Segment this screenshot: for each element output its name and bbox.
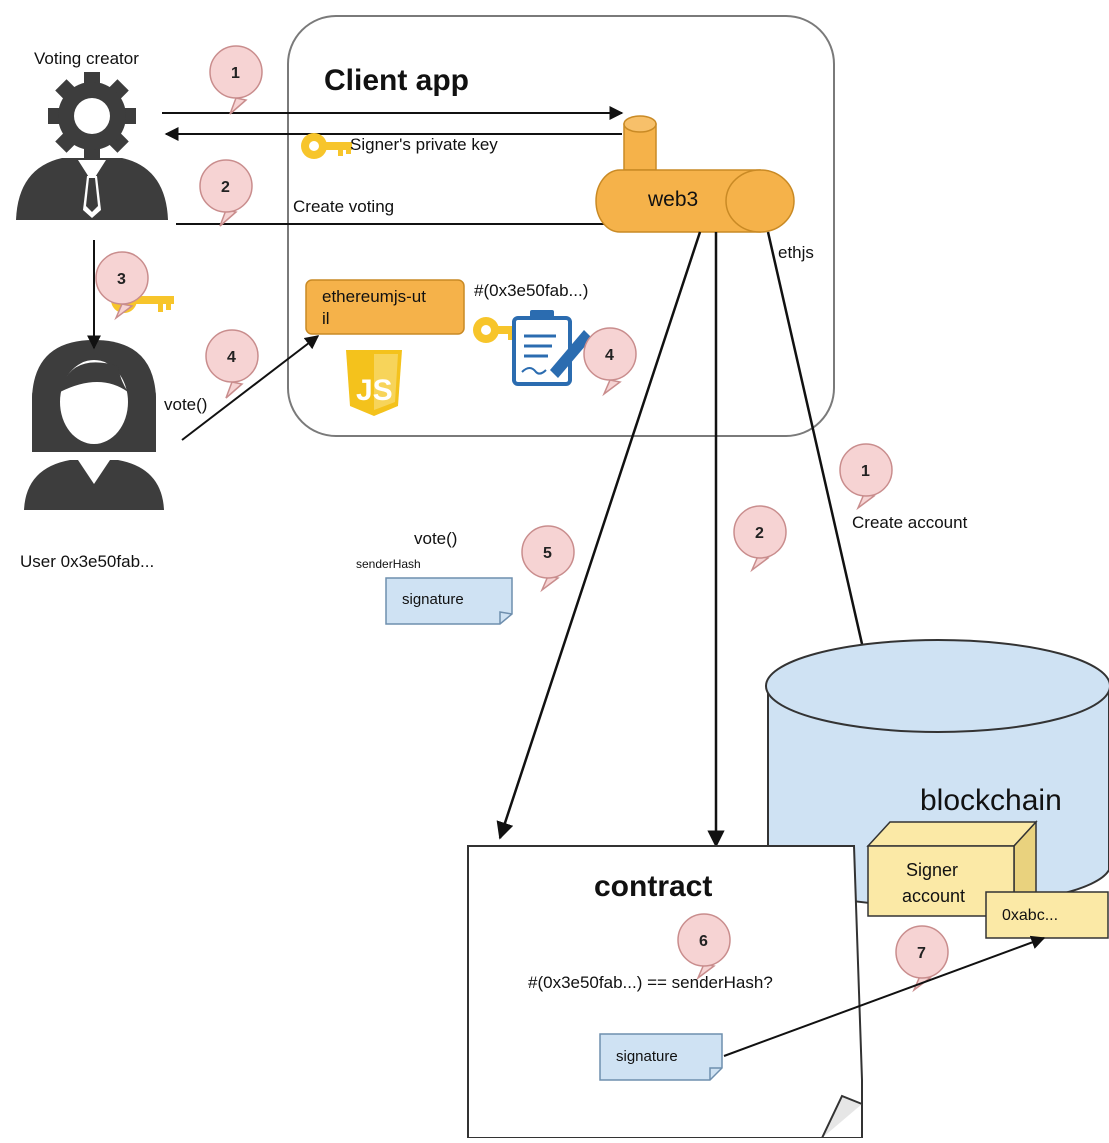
signature-verify-arrow <box>723 935 1046 1057</box>
blockchain-title: blockchain <box>920 784 1062 817</box>
create-voting-label: Create voting <box>293 197 394 216</box>
js-logo-text: JS <box>356 374 393 407</box>
user-vote-arrow <box>181 335 320 441</box>
hash-label: #(0x3e50fab...) <box>474 281 588 300</box>
user-icon <box>24 340 164 510</box>
signer-account-label-2: account <box>902 886 965 906</box>
vote-tx-label: vote() <box>414 529 457 548</box>
user-vote-label: vote() <box>164 395 207 414</box>
private-key-icon <box>301 133 352 159</box>
web3-component <box>595 115 795 233</box>
voting-creator-icon <box>16 72 168 220</box>
sender-hash-label: senderHash <box>356 557 421 571</box>
step-1-creator-number: 1 <box>231 65 240 82</box>
signing-key-icon <box>473 317 522 343</box>
contract-signature-label: signature <box>616 1048 678 1065</box>
client-app-title: Client app <box>324 64 469 97</box>
ethjs-label: ethjs <box>778 243 814 262</box>
step-6-check-number: 6 <box>699 933 708 950</box>
web3-to-vote-arrow <box>496 231 702 840</box>
ethereumjs-util-label-2: il <box>322 309 330 328</box>
step-bubble-2-contract <box>733 505 787 573</box>
contract-title: contract <box>594 870 712 903</box>
step-7-verify-number: 7 <box>917 945 926 962</box>
address-label: 0xabc... <box>1002 907 1058 924</box>
step-bubble-4-sign <box>583 327 637 397</box>
contract-check-label: #(0x3e50fab...) == senderHash? <box>528 973 773 992</box>
create-account-label: Create account <box>852 513 968 532</box>
step-3-key-number: 3 <box>117 271 126 288</box>
step-bubble-6-check <box>677 913 731 981</box>
user-label: User 0x3e50fab... <box>20 552 154 571</box>
ethereumjs-util-label-1: ethereumjs-ut <box>322 287 426 306</box>
step-bubble-5-vote <box>521 525 575 593</box>
step-5-vote-number: 5 <box>543 545 552 562</box>
step-bubble-4-user <box>205 329 259 399</box>
step-1-account-number: 1 <box>861 463 870 480</box>
step-4-user-number: 4 <box>227 349 236 366</box>
vote-signature-note <box>385 577 513 625</box>
step-4-sign-number: 4 <box>605 347 614 364</box>
signer-account-label-1: Signer <box>906 860 958 880</box>
ethereumjs-util-box <box>305 279 465 335</box>
step-bubble-1-creator <box>209 45 263 115</box>
signed-document-icon <box>512 310 592 386</box>
contract-signature-note <box>599 1033 723 1081</box>
web3-label: web3 <box>647 188 698 211</box>
step-2-contract-number: 2 <box>755 525 764 542</box>
contract-document <box>467 845 863 1139</box>
js-logo <box>346 350 402 416</box>
step-bubble-3-key <box>95 251 149 321</box>
vote-signature-label: signature <box>402 591 464 608</box>
step-2-creator-number: 2 <box>221 179 230 196</box>
step-bubble-2-creator <box>199 159 253 227</box>
step-bubble-7-verify <box>895 925 949 993</box>
address-box <box>985 891 1109 939</box>
step-bubble-1-account <box>839 443 893 511</box>
voting-creator-label: Voting creator <box>34 49 139 68</box>
private-key-label: Signer's private key <box>350 135 498 154</box>
